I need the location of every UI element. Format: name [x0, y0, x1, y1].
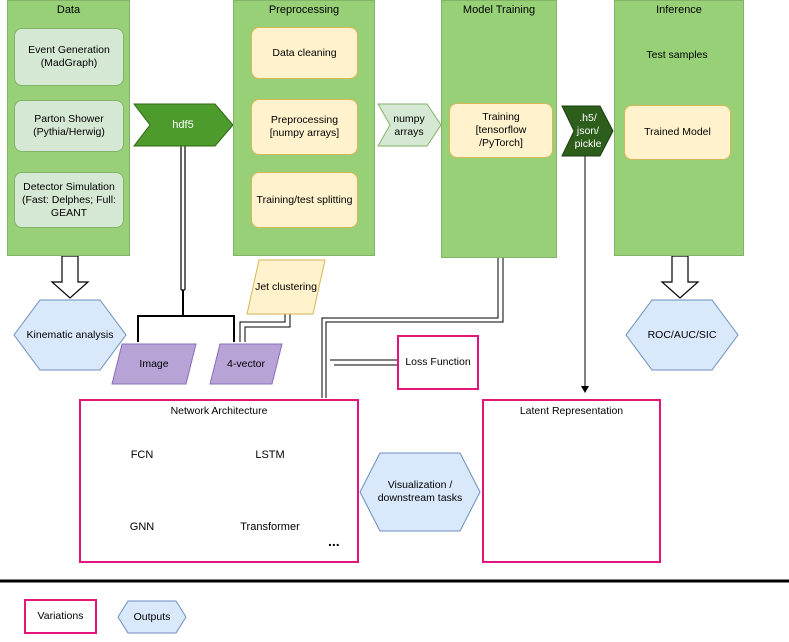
- test-samples-label: Test samples: [646, 48, 708, 61]
- image-shape: [111, 343, 197, 385]
- training-box: Training [tensorflow /PyTorch]: [449, 103, 553, 158]
- preprocessing-box: Preprocessing [numpy arrays]: [251, 99, 358, 155]
- train-test-split-box: Training/test splitting: [251, 172, 358, 228]
- network-architecture-box: Network Architecture: [79, 399, 359, 563]
- kinematic-analysis-label: Kinematic analysis: [26, 328, 114, 341]
- fourvec-shape: [209, 343, 283, 385]
- numpy-arrow-shape: [377, 103, 442, 147]
- legend-outputs-label: Outputs: [133, 610, 171, 623]
- model-training-panel-title: Model Training: [462, 4, 536, 16]
- roc-auc-sic-label: ROC/AUC/SIC: [647, 328, 717, 341]
- parton-shower-box: Parton Shower (Pythia/Herwig): [14, 100, 124, 152]
- preprocessing-panel-title: Preprocessing: [268, 4, 340, 16]
- latent-representation-box: Latent Representation: [482, 399, 661, 563]
- visualization-hexagon: [359, 452, 481, 532]
- latent-representation-title: Latent Representation: [519, 405, 624, 417]
- data-panel-title: Data: [56, 4, 81, 16]
- trained-model-box: Trained Model: [624, 105, 731, 160]
- transformer-label: Transformer: [240, 520, 300, 533]
- numpy-arrays-label: numpy arrays: [393, 113, 425, 138]
- data-cleaning-box: Data cleaning: [251, 27, 358, 79]
- inference-panel-title: Inference: [656, 4, 702, 16]
- image-label: Image: [139, 357, 169, 370]
- inference-down-arrow: [660, 255, 700, 299]
- jet-clustering-label: Jet clustering: [255, 280, 317, 293]
- fcn-label: FCN: [130, 448, 154, 461]
- kinematic-hexagon: [13, 299, 127, 371]
- h5-json-pickle-label: .h5/ json/ pickle: [574, 111, 602, 150]
- jet-clustering-shape: [246, 259, 326, 315]
- data-down-arrow: [50, 255, 90, 299]
- detector-simulation-box: Detector Simulation (Fast: Delphes; Full…: [14, 172, 124, 228]
- roc-hexagon: [625, 299, 739, 371]
- loss-function-box: Loss Function: [397, 335, 479, 390]
- fourvec-label: 4-vector: [227, 357, 265, 370]
- event-generation-box: Event Generation (MadGraph): [14, 28, 124, 86]
- h5-arrow-shape: [561, 105, 614, 157]
- network-architecture-title: Network Architecture: [170, 405, 268, 417]
- legend-variations: Variations: [24, 599, 97, 634]
- more-ellipsis: ...: [328, 533, 340, 549]
- legend-outputs-hexagon: [117, 600, 187, 634]
- lstm-label: LSTM: [255, 448, 285, 461]
- hdf5-arrow-shape: [132, 103, 234, 147]
- visualization-label: Visualization / downstream tasks: [377, 479, 463, 504]
- hdf5-label: hdf5: [172, 118, 194, 131]
- gnn-label: GNN: [129, 520, 155, 533]
